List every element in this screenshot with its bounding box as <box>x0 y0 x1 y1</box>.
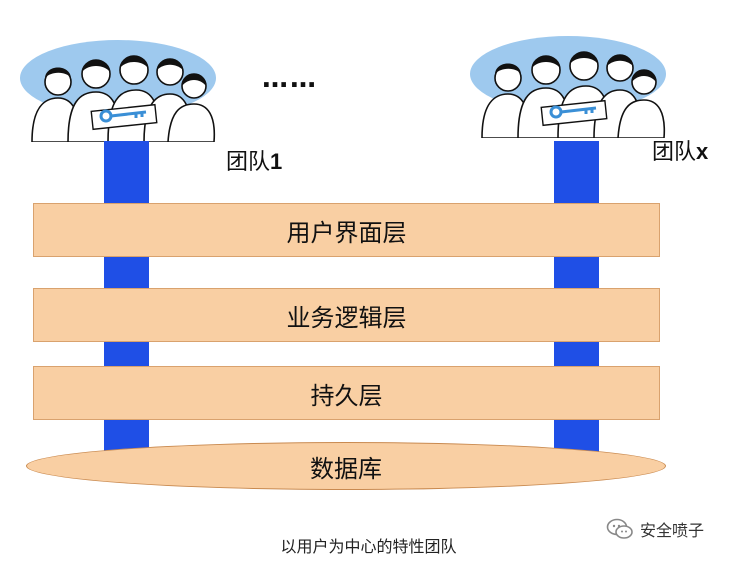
team-x-label-text: 团队 <box>652 140 696 165</box>
ui-layer-label: 用户界面层 <box>287 213 407 248</box>
ui-layer: 用户界面层 <box>33 203 660 257</box>
team-x-label-suffix: x <box>696 139 708 164</box>
persistence-layer-label: 持久层 <box>311 376 383 411</box>
team-x-illustration <box>468 34 668 138</box>
database-label: 数据库 <box>310 449 382 484</box>
team-1-label: 团队1 <box>226 144 282 176</box>
team-1-label-text: 团队 <box>226 150 270 175</box>
database-ellipse: 数据库 <box>26 442 666 490</box>
team-1-label-suffix: 1 <box>270 149 282 174</box>
team-1-illustration <box>18 38 218 142</box>
figure-caption: 以用户为中心的特性团队 <box>0 533 737 557</box>
business-logic-layer: 业务逻辑层 <box>33 288 660 342</box>
more-teams-ellipsis: …… <box>262 64 318 94</box>
team-x-label: 团队x <box>652 134 708 166</box>
business-logic-layer-label: 业务逻辑层 <box>287 298 407 333</box>
persistence-layer: 持久层 <box>33 366 660 420</box>
